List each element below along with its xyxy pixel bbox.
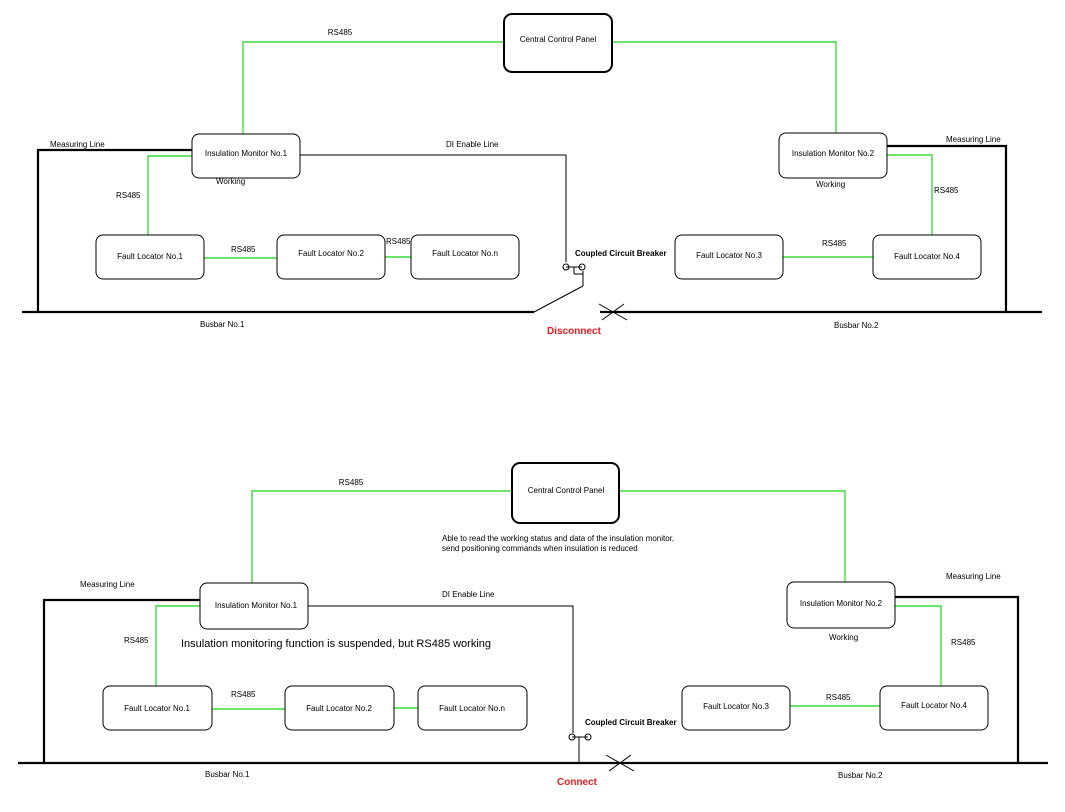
- top-rs485-label-top: RS485: [328, 28, 353, 37]
- bottom-measuring-line-left: [42, 598, 200, 763]
- top-insulation-monitor-1[interactable]: [191, 133, 301, 179]
- bottom-fault-locator-3[interactable]: [681, 685, 791, 731]
- bottom-breaker-symbol: [568, 733, 635, 772]
- top-fault-locator-3-label: Fault Locator No.3: [696, 251, 762, 260]
- top-fault-locator-n[interactable]: [410, 234, 520, 280]
- top-rs485-link-monitor1-locator1: [147, 155, 192, 235]
- top-rs485-label-locators-left: RS485: [231, 245, 256, 254]
- top-di-enable-line-label: DI Enable Line: [446, 140, 499, 149]
- bottom-fault-locator-1-label: Fault Locator No.1: [124, 704, 190, 713]
- top-measuring-line-right-label: Measuring Line: [946, 135, 1001, 144]
- top-measuring-line-left: [36, 148, 192, 312]
- bottom-fault-locator-4-label: Fault Locator No.4: [901, 701, 967, 710]
- top-fault-locator-4[interactable]: [872, 234, 982, 280]
- top-central-control-panel-label: Central Control Panel: [520, 35, 597, 44]
- bottom-fault-locator-n-label: Fault Locator No.n: [439, 704, 505, 713]
- bottom-insulation-monitor-2[interactable]: [786, 581, 896, 629]
- top-busbar-1-label: Busbar No.1: [200, 320, 245, 329]
- bottom-insulation-monitor-1[interactable]: [199, 582, 309, 630]
- top-measuring-line-left-label: Measuring Line: [50, 140, 105, 149]
- bottom-fault-locator-2-label: Fault Locator No.2: [306, 704, 372, 713]
- top-measuring-line-right: [886, 144, 1008, 312]
- top-monitor-2-status: Working: [816, 180, 845, 189]
- top-diagram-disconnect: Central Control Panel Insulation Monitor…: [22, 13, 1042, 337]
- top-rs485-label-right: RS485: [934, 186, 959, 195]
- bottom-rs485-label-left: RS485: [124, 636, 149, 645]
- top-central-control-panel[interactable]: [503, 13, 613, 73]
- bottom-fault-locator-1[interactable]: [102, 685, 213, 731]
- bottom-busbar-2-label: Busbar No.2: [838, 771, 883, 780]
- bottom-di-enable-line: [308, 605, 574, 733]
- top-busbar-2-label: Busbar No.2: [834, 321, 879, 330]
- bottom-breaker-label: Coupled Circuit Breaker: [585, 718, 677, 727]
- top-breaker-state: Disconnect: [547, 326, 602, 337]
- bottom-rs485-link-monitor1-locator1: [155, 605, 200, 686]
- bottom-rs485-label-locators-left: RS485: [231, 690, 256, 699]
- bottom-central-control-panel[interactable]: [511, 462, 620, 524]
- bottom-central-control-panel-label: Central Control Panel: [528, 486, 605, 495]
- top-insulation-monitor-1-label: Insulation Monitor No.1: [205, 149, 288, 158]
- bottom-rs485-label-right: RS485: [951, 638, 976, 647]
- bottom-panel-note-line1: Able to read the working status and data…: [442, 534, 674, 543]
- bottom-monitor-2-status: Working: [829, 633, 858, 642]
- bottom-measuring-line-right: [895, 595, 1020, 763]
- bottom-panel-note-line2: send positioning commands when insulatio…: [442, 544, 638, 553]
- top-fault-locator-2-label: Fault Locator No.2: [298, 249, 364, 258]
- bottom-measuring-line-right-label: Measuring Line: [946, 572, 1001, 581]
- bottom-di-enable-line-label: DI Enable Line: [442, 590, 495, 599]
- bottom-diagram-connect: Central Control Panel Insulation Monitor…: [18, 462, 1048, 788]
- bottom-insulation-monitor-1-label: Insulation Monitor No.1: [215, 601, 298, 610]
- bottom-rs485-label-locators-right: RS485: [826, 693, 851, 702]
- top-fault-locator-n-label: Fault Locator No.n: [432, 249, 498, 258]
- top-rs485-link-panel-monitor1: [242, 41, 504, 134]
- top-fault-locator-1[interactable]: [95, 234, 205, 280]
- bottom-fault-locator-3-label: Fault Locator No.3: [703, 702, 769, 711]
- bottom-fault-locator-2[interactable]: [284, 685, 395, 731]
- top-rs485-label-locators-right: RS485: [822, 239, 847, 248]
- top-di-enable-line: [300, 154, 567, 262]
- bottom-monitor-1-note: Insulation monitoring function is suspen…: [181, 638, 491, 650]
- bottom-fault-locator-n[interactable]: [417, 685, 528, 731]
- bottom-measuring-line-left-label: Measuring Line: [80, 580, 135, 589]
- bottom-rs485-link-panel-monitor1: [251, 490, 512, 583]
- top-fault-locator-4-label: Fault Locator No.4: [894, 252, 960, 261]
- bottom-rs485-link-panel-monitor2: [619, 490, 846, 582]
- top-rs485-label-locators-mid: RS485: [386, 237, 411, 246]
- top-insulation-monitor-2[interactable]: [778, 132, 888, 179]
- top-breaker-open-blade: [533, 285, 584, 313]
- top-rs485-label-left: RS485: [116, 191, 141, 200]
- bottom-rs485-link-monitor2-locator4: [895, 605, 942, 686]
- top-fault-locator-3[interactable]: [674, 234, 784, 280]
- bottom-insulation-monitor-2-label: Insulation Monitor No.2: [800, 599, 883, 608]
- top-fault-locator-2[interactable]: [276, 234, 386, 280]
- bottom-breaker-state: Connect: [557, 777, 598, 788]
- bottom-rs485-label-top: RS485: [339, 478, 364, 487]
- top-rs485-link-monitor2-locator4: [886, 154, 933, 235]
- top-breaker-symbol: [533, 263, 628, 321]
- top-insulation-monitor-2-label: Insulation Monitor No.2: [792, 149, 875, 158]
- top-breaker-label: Coupled Circuit Breaker: [575, 249, 667, 258]
- top-rs485-link-panel-monitor2: [612, 41, 837, 133]
- bottom-busbar-1-label: Busbar No.1: [205, 770, 250, 779]
- top-fault-locator-1-label: Fault Locator No.1: [117, 252, 183, 261]
- bottom-fault-locator-4[interactable]: [879, 685, 989, 731]
- top-monitor-1-status: Working: [216, 177, 245, 186]
